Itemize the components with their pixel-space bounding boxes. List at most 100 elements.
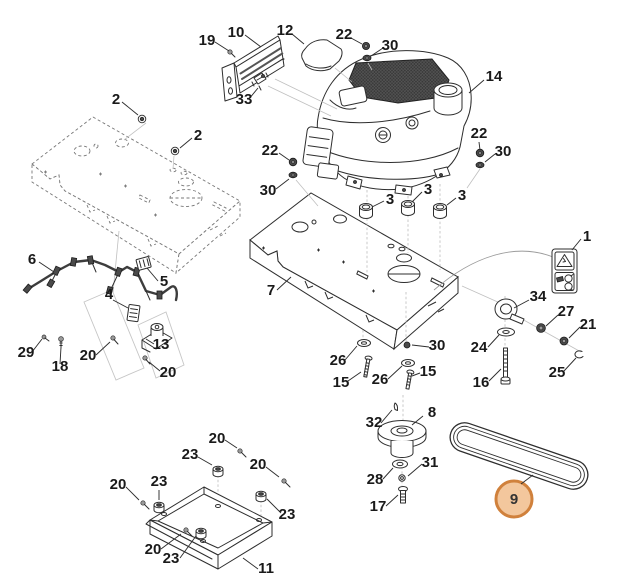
engine-cap-2 bbox=[405, 116, 419, 130]
part-callout-22[interactable]: 22 bbox=[262, 142, 279, 159]
harness-connectors bbox=[22, 255, 163, 300]
part-callout-7[interactable]: 7 bbox=[267, 282, 275, 299]
part-callout-13[interactable]: 13 bbox=[153, 336, 170, 353]
chassis-plate-7 bbox=[249, 192, 459, 350]
clip-33 bbox=[253, 72, 267, 91]
nut-27 bbox=[536, 323, 546, 333]
part-callout-3[interactable]: 3 bbox=[458, 187, 466, 204]
part-callout-10[interactable]: 10 bbox=[228, 24, 245, 41]
highlight-label[interactable]: 9 bbox=[510, 491, 518, 508]
key-32 bbox=[393, 402, 399, 411]
part-callout-1[interactable]: 1 bbox=[583, 228, 591, 245]
part-callout-21[interactable]: 21 bbox=[580, 316, 597, 333]
part-callout-25[interactable]: 25 bbox=[549, 364, 566, 381]
part-callout-11[interactable]: 11 bbox=[258, 560, 274, 577]
grommet-2-a bbox=[137, 114, 147, 124]
engine-mounts-3 bbox=[359, 200, 447, 219]
connector-4 bbox=[126, 304, 141, 323]
warning-label-1 bbox=[551, 248, 578, 294]
part-callout-17[interactable]: 17 bbox=[370, 498, 387, 515]
washer-24 bbox=[497, 327, 515, 337]
highlight-marker[interactable]: 9 bbox=[494, 479, 534, 519]
part-callout-8[interactable]: 8 bbox=[428, 404, 436, 421]
eye-bolt-34 bbox=[494, 298, 525, 325]
lock-washer-31 bbox=[398, 474, 406, 482]
part-callout-20[interactable]: 20 bbox=[145, 541, 162, 558]
connector-5 bbox=[135, 256, 152, 271]
highlight-circle bbox=[494, 479, 534, 519]
part-callout-22[interactable]: 22 bbox=[471, 125, 488, 142]
part-callout-15[interactable]: 15 bbox=[420, 363, 437, 380]
part-callout-5[interactable]: 5 bbox=[160, 273, 168, 290]
part-callout-16[interactable]: 16 bbox=[473, 374, 490, 391]
part-callout-26[interactable]: 26 bbox=[330, 352, 347, 369]
part-callout-30[interactable]: 30 bbox=[495, 143, 512, 160]
screw-20-b bbox=[142, 355, 151, 365]
part-callout-23[interactable]: 23 bbox=[182, 446, 199, 463]
part-callout-33[interactable]: 33 bbox=[236, 91, 253, 108]
bolt-17 bbox=[398, 486, 408, 504]
part-callout-24[interactable]: 24 bbox=[471, 339, 488, 356]
part-callout-19[interactable]: 19 bbox=[199, 32, 216, 49]
part-callout-23[interactable]: 23 bbox=[163, 550, 180, 567]
part-callout-29[interactable]: 29 bbox=[18, 344, 35, 361]
part-callout-22[interactable]: 22 bbox=[336, 26, 353, 43]
bracket-13 bbox=[141, 323, 173, 353]
bolt-15-a bbox=[363, 355, 373, 378]
alignment-lines bbox=[123, 62, 582, 517]
part-callout-3[interactable]: 3 bbox=[386, 191, 394, 208]
engine-muffler bbox=[302, 126, 334, 168]
part-callout-20[interactable]: 20 bbox=[160, 364, 177, 381]
part-callout-30[interactable]: 30 bbox=[382, 37, 399, 54]
part-callout-34[interactable]: 34 bbox=[530, 288, 547, 305]
v-belt-9 bbox=[449, 422, 589, 490]
part-callout-20[interactable]: 20 bbox=[80, 347, 97, 364]
part-callout-30[interactable]: 30 bbox=[260, 182, 277, 199]
pulley-8 bbox=[377, 420, 427, 458]
nut-21 bbox=[559, 336, 569, 346]
part-callout-4[interactable]: 4 bbox=[105, 286, 114, 303]
washer-26-a bbox=[357, 339, 371, 347]
pulley-group bbox=[377, 402, 427, 504]
part-callout-28[interactable]: 28 bbox=[367, 471, 384, 488]
washer-26-b bbox=[401, 359, 415, 367]
part-callout-2[interactable]: 2 bbox=[112, 91, 120, 108]
part-callout-23[interactable]: 23 bbox=[279, 506, 296, 523]
engine-filler-neck bbox=[433, 82, 463, 116]
leader-lines bbox=[31, 33, 582, 570]
bracket-assembly bbox=[221, 35, 285, 102]
engine-oil-cap bbox=[375, 127, 391, 143]
part-callout-12[interactable]: 12 bbox=[277, 22, 294, 39]
part-callout-20[interactable]: 20 bbox=[209, 430, 226, 447]
part-callout-2[interactable]: 2 bbox=[194, 127, 202, 144]
part-callout-20[interactable]: 20 bbox=[110, 476, 127, 493]
part-callout-20[interactable]: 20 bbox=[250, 456, 267, 473]
part-callout-15[interactable]: 15 bbox=[333, 374, 350, 391]
part-callout-26[interactable]: 26 bbox=[372, 371, 389, 388]
screws-20-box bbox=[140, 448, 291, 537]
wiring-harness bbox=[22, 255, 178, 365]
part-callout-18[interactable]: 18 bbox=[52, 358, 69, 375]
part-callout-30[interactable]: 30 bbox=[429, 337, 446, 354]
part-callout-27[interactable]: 27 bbox=[558, 303, 575, 320]
screw-18 bbox=[58, 336, 64, 349]
part-callout-6[interactable]: 6 bbox=[28, 251, 36, 268]
washer-28 bbox=[392, 459, 408, 469]
part-callout-3[interactable]: 3 bbox=[424, 181, 432, 198]
part-callout-31[interactable]: 31 bbox=[422, 454, 439, 471]
part-callout-32[interactable]: 32 bbox=[366, 414, 383, 431]
part-callout-14[interactable]: 14 bbox=[486, 68, 503, 85]
bolt-15-b bbox=[405, 369, 415, 390]
eye-bolt-group bbox=[494, 298, 584, 385]
part-callout-23[interactable]: 23 bbox=[151, 473, 168, 490]
engine-grille bbox=[348, 58, 450, 104]
plate-bolt-group bbox=[357, 339, 415, 390]
grommets-23 bbox=[153, 465, 267, 540]
chassis-plate-phantom bbox=[31, 116, 241, 274]
baffle-plate-12 bbox=[301, 39, 343, 72]
clip-25 bbox=[574, 350, 584, 359]
screw-29 bbox=[41, 334, 50, 342]
